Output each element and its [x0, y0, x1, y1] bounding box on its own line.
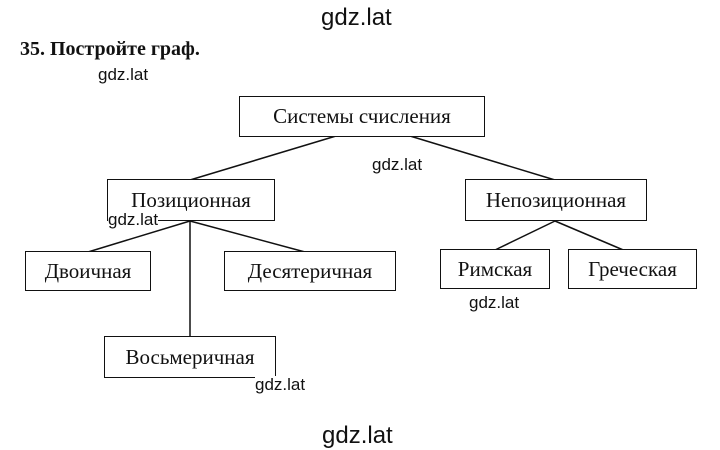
- edge-nonpositional-greek: [554, 220, 629, 253]
- edge-positional-binary: [87, 220, 191, 253]
- watermark-center: gdz.lat: [372, 155, 423, 174]
- node-roman: Римская: [440, 249, 550, 289]
- watermark-top: gdz.lat: [321, 4, 392, 31]
- node-greek: Греческая: [568, 249, 697, 289]
- watermark-octal: gdz.lat: [255, 375, 306, 394]
- node-non-positional: Непозиционная: [465, 179, 647, 221]
- edge-positional-decimal: [189, 220, 306, 253]
- edge-root-nonpositional: [409, 135, 556, 181]
- watermark-bottom: gdz.lat: [322, 422, 393, 449]
- watermark-positional: gdz.lat: [108, 210, 159, 229]
- node-number-systems: Системы счисления: [239, 96, 485, 137]
- node-positional: Позиционная: [107, 179, 275, 221]
- node-decimal: Десятеричная: [224, 251, 396, 291]
- node-binary: Двоичная: [25, 251, 151, 291]
- node-octal: Восьмеричная: [104, 336, 276, 378]
- edge-nonpositional-roman: [494, 220, 556, 251]
- task-title: 35. Постройте граф.: [20, 38, 200, 60]
- watermark-roman: gdz.lat: [469, 293, 520, 312]
- watermark-under-title: gdz.lat: [98, 65, 149, 84]
- edge-root-positional: [189, 135, 337, 181]
